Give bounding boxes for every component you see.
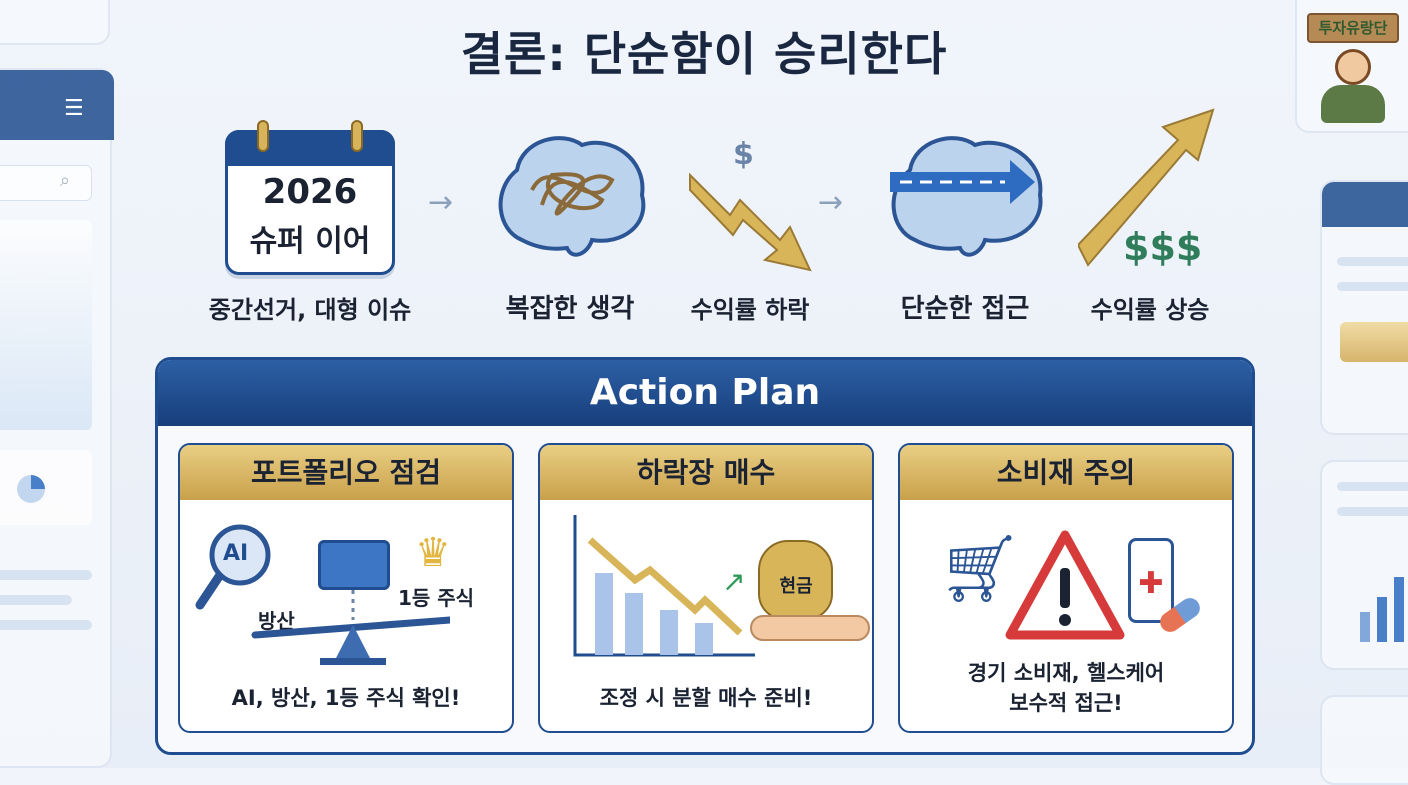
card-text-line-2: 보수적 접근! — [1009, 691, 1123, 715]
action-plan-panel: Action Plan 포트폴리오 점검 AI ♛ 방산 1등 주식 AI, 방… — [155, 357, 1255, 755]
card-text: AI, 방산, 1등 주식 확인! — [231, 686, 461, 710]
page-title: 결론: 단순함이 승리한다 — [460, 27, 948, 81]
search-icon: ⌕ — [60, 170, 71, 191]
card-text: 조정 시 분할 매수 준비! — [599, 686, 813, 710]
card-title: 포트폴리오 점검 — [180, 445, 512, 500]
tangled-brain-icon — [498, 136, 646, 257]
flow-label-rise: 수익률 상승 — [1090, 296, 1210, 324]
calendar-icon: 2026 슈퍼 이어 — [225, 120, 395, 275]
card-text-line-1: 경기 소비재, 헬스케어 — [967, 661, 1165, 685]
magnifier-ai-icon — [195, 524, 271, 610]
calendar-text: 슈퍼 이어 — [249, 224, 371, 259]
money-bag-icon — [758, 540, 833, 620]
warning-icon — [1005, 530, 1125, 640]
medicine-bottle-icon: ✚ — [1128, 538, 1174, 623]
up-arrow-icon — [1078, 108, 1215, 267]
card-title: 하락장 매수 — [540, 445, 872, 500]
card-consumer-caution: 소비재 주의 🛒︎ ✚ 경기 소비재, 헬스케어 보수적 접근! — [898, 443, 1234, 733]
action-plan-title: Action Plan — [158, 360, 1252, 426]
card-portfolio-check: 포트폴리오 점검 AI ♛ 방산 1등 주식 AI, 방산, 1등 주식 확인! — [178, 443, 514, 733]
dollar-symbol: $ — [733, 137, 754, 172]
card-buy-the-dip: 하락장 매수 ↗ 현금 조정 시 분할 매수 준비! — [538, 443, 874, 733]
down-arrow-icon — [689, 172, 812, 272]
cart-icon: 🛒︎ — [938, 530, 1022, 607]
bg-panel-right — [1320, 180, 1408, 435]
flow-label-issue: 중간선거, 대형 이슈 — [208, 296, 412, 324]
crown-icon: ♛ — [415, 530, 451, 576]
bg-panel-left: ☰ ⌕ — [0, 68, 114, 768]
straight-brain-icon — [890, 136, 1043, 257]
label-top-stock: 1등 주식 — [398, 586, 475, 610]
seesaw-icon — [251, 590, 450, 665]
label-cash: 현금 — [779, 576, 813, 597]
pie-icon — [17, 475, 45, 503]
flow-label-simple: 단순한 접근 — [900, 294, 1030, 324]
arrow-right-icon: → — [428, 185, 454, 220]
card-title: 소비재 주의 — [900, 445, 1232, 500]
flow-label-complex: 복잡한 생각 — [505, 294, 635, 324]
flow-label-decline: 수익률 하락 — [690, 296, 810, 324]
menu-icon: ☰ — [64, 96, 84, 121]
dollars-symbol: $$$ — [1123, 225, 1203, 269]
bg-panel-right-3 — [1320, 695, 1408, 785]
logo: 투자유랑단 — [1303, 5, 1403, 123]
bg-panel-left-top — [0, 0, 110, 45]
green-arrow-icon: ↗ — [722, 565, 746, 598]
bg-panel-right-2 — [1320, 460, 1408, 670]
declining-chart-icon — [573, 515, 755, 657]
label-ai: AI — [223, 541, 249, 566]
briefcase-icon — [318, 540, 390, 590]
arrow-right-icon: → — [818, 185, 844, 220]
calendar-year: 2026 — [262, 172, 358, 212]
hand-icon — [750, 615, 870, 641]
